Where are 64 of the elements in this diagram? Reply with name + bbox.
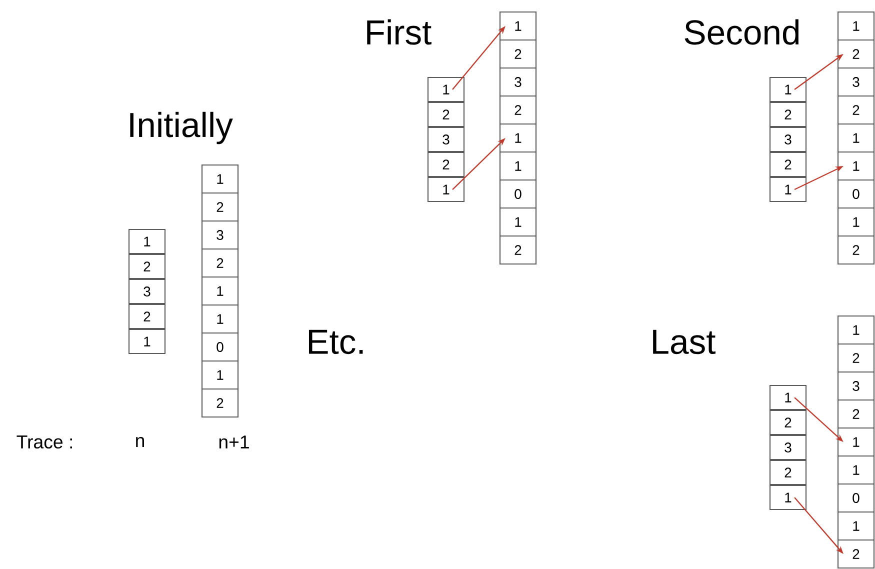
table-cell: 1 (769, 76, 807, 102)
table-cell: 2 (837, 399, 875, 429)
table-cell: 2 (769, 410, 807, 436)
table-cell: 2 (837, 95, 875, 125)
table-cell: 1 (837, 11, 875, 41)
table-cell: 0 (837, 483, 875, 513)
panel-title: Initially (130, 112, 233, 144)
table-cell: 0 (837, 179, 875, 209)
table-cell: 1 (201, 360, 239, 390)
panel-title: Last (653, 330, 716, 354)
table-cell: 2 (427, 152, 465, 178)
table-cell: 1 (201, 276, 239, 306)
table-cell: 1 (837, 151, 875, 181)
panel-title: Second (684, 19, 799, 45)
table-cell: 1 (769, 176, 807, 202)
table-cell: 1 (837, 427, 875, 457)
table-cell: 2 (427, 102, 465, 128)
table-cell: 2 (128, 304, 166, 330)
panel-title: Etc. (309, 330, 363, 354)
table-cell: 1 (769, 484, 807, 510)
table-cell: 1 (499, 207, 537, 237)
table-cell: 3 (837, 371, 875, 401)
table-cell: 1 (128, 328, 166, 354)
table-cell: 1 (499, 123, 537, 153)
table-cell: 2 (499, 95, 537, 125)
table-cell: 2 (837, 235, 875, 265)
table-cell: 2 (499, 235, 537, 265)
table-cell: 2 (837, 343, 875, 373)
table-cell: 1 (837, 123, 875, 153)
table-cell: 1 (837, 207, 875, 237)
table-cell: 2 (769, 152, 807, 178)
table-cell: 1 (427, 76, 465, 102)
table-cell: 1 (427, 176, 465, 202)
table-cell: 0 (499, 179, 537, 209)
table-cell: 3 (201, 220, 239, 250)
trace-label: n+1 (219, 436, 249, 448)
panel-title: First (367, 19, 432, 45)
table-cell: 3 (837, 67, 875, 97)
table-cell: 3 (427, 126, 465, 152)
table-cell: 0 (201, 332, 239, 362)
table-cell: 2 (499, 39, 537, 69)
table-cell: 1 (499, 151, 537, 181)
table-cell: 1 (499, 11, 537, 41)
table-cell: 2 (769, 102, 807, 128)
table-cell: 2 (837, 39, 875, 69)
table-cell: 2 (201, 388, 239, 418)
table-cell: 1 (201, 164, 239, 194)
trace-label: n (136, 436, 144, 448)
trace-label: Trace : (16, 436, 72, 449)
table-cell: 3 (128, 278, 166, 304)
table-cell: 1 (837, 455, 875, 485)
table-cell: 1 (837, 315, 875, 345)
table-cell: 2 (201, 192, 239, 222)
table-cell: 3 (499, 67, 537, 97)
table-cell: 3 (769, 434, 807, 460)
table-cell: 1 (128, 228, 166, 254)
table-cell: 1 (769, 384, 807, 410)
table-cell: 2 (128, 254, 166, 280)
table-cell: 2 (201, 248, 239, 278)
table-cell: 2 (837, 539, 875, 569)
table-cell: 2 (769, 460, 807, 486)
table-cell: 1 (201, 304, 239, 334)
table-cell: 3 (769, 126, 807, 152)
table-cell: 1 (837, 511, 875, 541)
